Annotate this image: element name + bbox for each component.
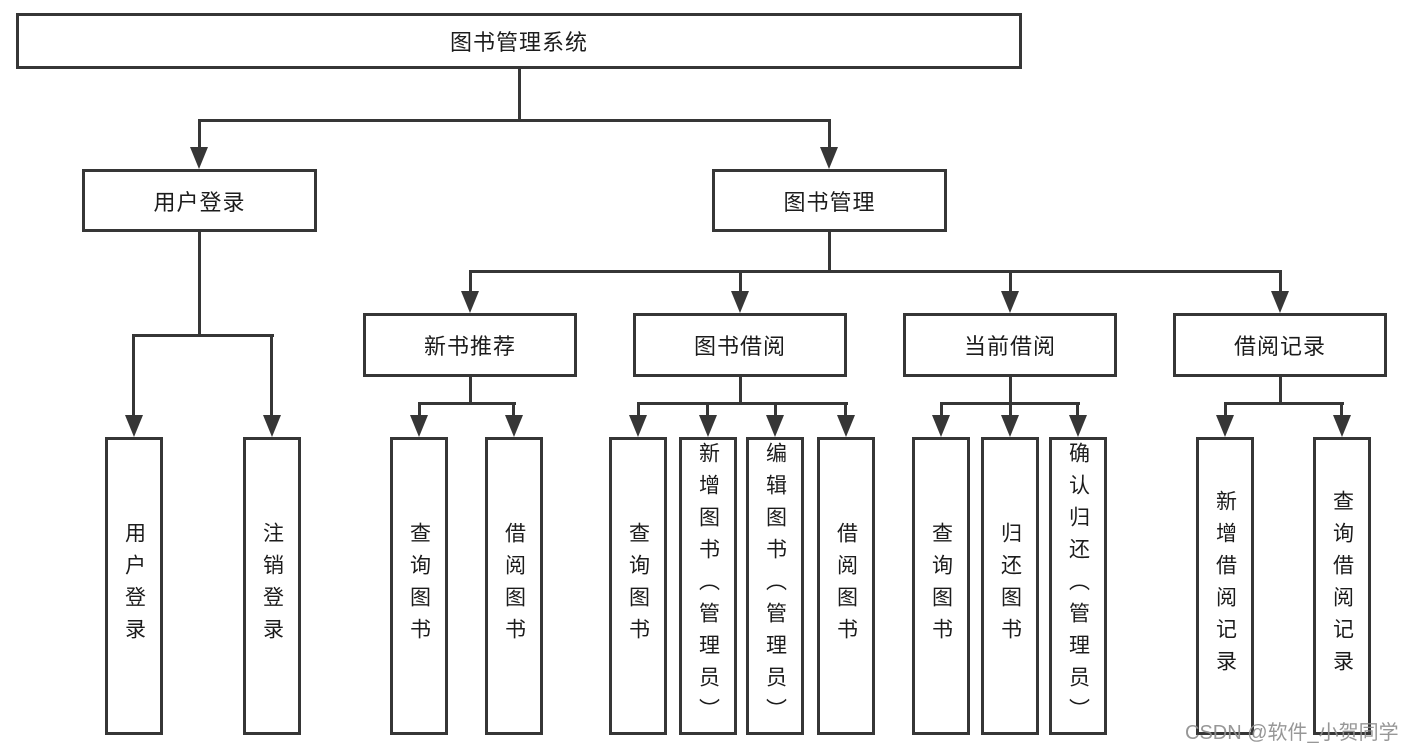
leaf-borrow-book-1-label: 借阅图书 bbox=[502, 522, 526, 650]
connector-line bbox=[1009, 402, 1012, 418]
connector-line bbox=[418, 402, 516, 405]
connector-line bbox=[1224, 402, 1227, 418]
node-new-book-recommend: 新书推荐 bbox=[363, 313, 577, 377]
arrow-down-icon bbox=[932, 415, 950, 437]
connector-line bbox=[132, 334, 274, 337]
leaf-query-book-1-label: 查询图书 bbox=[407, 522, 431, 650]
leaf-query-book-3: 查询图书 bbox=[912, 437, 970, 735]
node-book-borrow: 图书借阅 bbox=[633, 313, 847, 377]
leaf-query-book-2: 查询图书 bbox=[609, 437, 667, 735]
connector-line bbox=[706, 402, 709, 418]
connector-line bbox=[469, 377, 472, 405]
connector-line bbox=[518, 69, 521, 120]
node-book-management-label: 图书管理 bbox=[783, 189, 876, 215]
arrow-down-icon bbox=[1271, 291, 1289, 313]
leaf-borrow-book-2: 借阅图书 bbox=[817, 437, 875, 735]
leaf-query-book-1: 查询图书 bbox=[390, 437, 448, 735]
leaf-logout: 注销登录 bbox=[243, 437, 301, 735]
leaf-edit-book-admin: 编辑图书（管理员） bbox=[746, 437, 804, 735]
connector-line bbox=[774, 402, 777, 418]
leaf-borrow-book-1: 借阅图书 bbox=[485, 437, 543, 735]
arrow-down-icon bbox=[1001, 291, 1019, 313]
leaf-user-login-label: 用户登录 bbox=[122, 522, 146, 650]
leaf-logout-label: 注销登录 bbox=[260, 522, 284, 650]
connector-line bbox=[1009, 377, 1012, 405]
connector-line bbox=[198, 119, 831, 122]
arrow-down-icon bbox=[1001, 415, 1019, 437]
arrow-down-icon bbox=[505, 415, 523, 437]
connector-line bbox=[512, 402, 515, 418]
connector-line bbox=[1279, 377, 1282, 405]
connector-line bbox=[469, 270, 472, 293]
arrow-down-icon bbox=[461, 291, 479, 313]
watermark-text: CSDN @软件_小贺同学 bbox=[1185, 722, 1399, 744]
leaf-borrow-book-2-label: 借阅图书 bbox=[834, 522, 858, 650]
connector-line bbox=[1076, 402, 1079, 418]
node-root: 图书管理系统 bbox=[16, 13, 1022, 69]
connector-line bbox=[132, 334, 135, 417]
leaf-add-book-admin-label: 新增图书（管理员） bbox=[696, 442, 720, 730]
arrow-down-icon bbox=[837, 415, 855, 437]
arrow-down-icon bbox=[1216, 415, 1234, 437]
arrow-down-icon bbox=[731, 291, 749, 313]
node-book-management: 图书管理 bbox=[712, 169, 947, 232]
watermark: CSDN @软件_小贺同学 bbox=[1185, 716, 1399, 745]
arrow-down-icon bbox=[190, 147, 208, 169]
connector-line bbox=[739, 270, 742, 293]
arrow-down-icon bbox=[1333, 415, 1351, 437]
node-user-login: 用户登录 bbox=[82, 169, 317, 232]
arrow-down-icon bbox=[410, 415, 428, 437]
arrow-down-icon bbox=[1069, 415, 1087, 437]
leaf-add-borrow-record-label: 新增借阅记录 bbox=[1213, 490, 1237, 682]
node-book-borrow-label: 图书借阅 bbox=[693, 334, 786, 359]
connector-line bbox=[739, 377, 742, 405]
node-borrow-records: 借阅记录 bbox=[1173, 313, 1387, 377]
leaf-user-login: 用户登录 bbox=[105, 437, 163, 735]
arrow-down-icon bbox=[629, 415, 647, 437]
node-borrow-records-label: 借阅记录 bbox=[1233, 334, 1326, 359]
connector-line bbox=[1009, 270, 1012, 293]
connector-line bbox=[940, 402, 943, 418]
leaf-query-borrow-record-label: 查询借阅记录 bbox=[1330, 490, 1354, 682]
leaf-confirm-return-admin-label: 确认归还（管理员） bbox=[1066, 442, 1090, 730]
connector-line bbox=[270, 334, 273, 417]
arrow-down-icon bbox=[263, 415, 281, 437]
node-current-borrow: 当前借阅 bbox=[903, 313, 1117, 377]
leaf-add-book-admin: 新增图书（管理员） bbox=[679, 437, 737, 735]
arrow-down-icon bbox=[766, 415, 784, 437]
arrow-down-icon bbox=[125, 415, 143, 437]
connector-line bbox=[1279, 270, 1282, 293]
leaf-edit-book-admin-label: 编辑图书（管理员） bbox=[763, 442, 787, 730]
connector-line bbox=[828, 119, 831, 149]
connector-line bbox=[469, 270, 1282, 273]
leaf-confirm-return-admin: 确认归还（管理员） bbox=[1049, 437, 1107, 735]
node-root-label: 图书管理系统 bbox=[449, 30, 588, 55]
node-current-borrow-label: 当前借阅 bbox=[963, 334, 1056, 359]
connector-line bbox=[1340, 402, 1343, 418]
node-new-book-recommend-label: 新书推荐 bbox=[423, 334, 516, 359]
leaf-return-book-label: 归还图书 bbox=[998, 522, 1022, 650]
connector-line bbox=[198, 119, 201, 149]
connector-line bbox=[418, 402, 421, 418]
arrow-down-icon bbox=[699, 415, 717, 437]
connector-line bbox=[844, 402, 847, 418]
node-user-login-label: 用户登录 bbox=[153, 189, 246, 215]
leaf-query-book-2-label: 查询图书 bbox=[626, 522, 650, 650]
connector-line bbox=[1224, 402, 1344, 405]
connector-line bbox=[828, 232, 831, 273]
arrow-down-icon bbox=[820, 147, 838, 169]
leaf-return-book: 归还图书 bbox=[981, 437, 1039, 735]
leaf-query-borrow-record: 查询借阅记录 bbox=[1313, 437, 1371, 735]
connector-line bbox=[637, 402, 640, 418]
connector-line bbox=[198, 232, 201, 336]
leaf-add-borrow-record: 新增借阅记录 bbox=[1196, 437, 1254, 735]
leaf-query-book-3-label: 查询图书 bbox=[929, 522, 953, 650]
connector-line bbox=[637, 402, 848, 405]
